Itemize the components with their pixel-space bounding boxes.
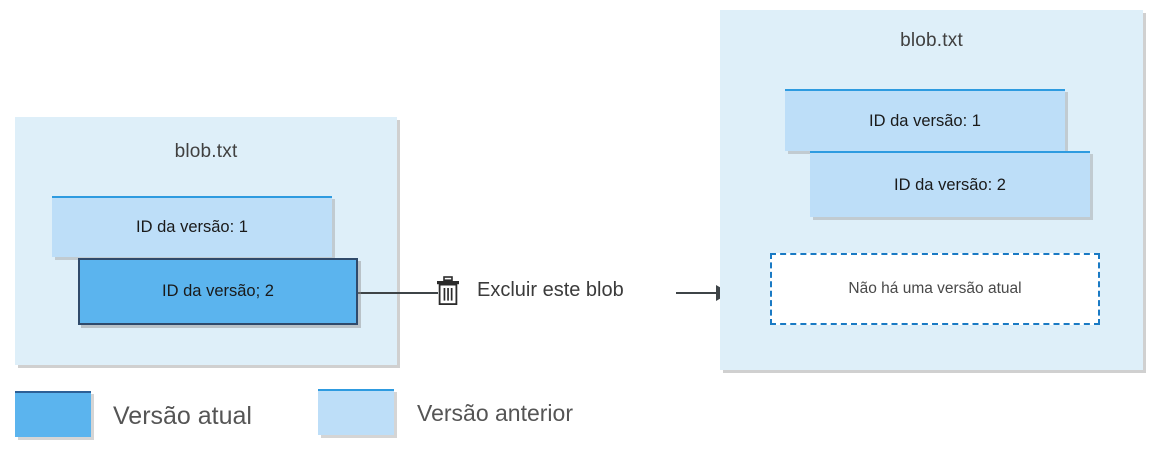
connector-line-left (358, 292, 438, 294)
right-blob-title: blob.txt (900, 30, 963, 51)
left-blob-title: blob.txt (174, 141, 238, 162)
left-version-box-2-current: ID da versão; 2 (78, 258, 358, 325)
connector-line-right (676, 292, 720, 294)
left-version-box-1: ID da versão: 1 (52, 196, 332, 257)
left-blob-container: blob.txt ID da versão: 1 ID da versão; 2 (15, 117, 397, 365)
legend-label-current-version: Versão atual (113, 402, 252, 430)
delete-blob-action-label: Excluir este blob (477, 279, 624, 301)
legend-swatch-previous-version (318, 389, 394, 435)
right-blob-container: blob.txt ID da versão: 1 ID da versão: 2… (720, 10, 1143, 370)
legend-label-previous-version: Versão anterior (417, 400, 573, 426)
no-current-version-box: Não há uma versão atual (770, 253, 1100, 325)
legend-swatch-current-version (15, 391, 91, 437)
right-version-box-2: ID da versão: 2 (810, 151, 1090, 217)
trash-icon (435, 276, 461, 306)
right-version-box-1: ID da versão: 1 (785, 89, 1065, 151)
